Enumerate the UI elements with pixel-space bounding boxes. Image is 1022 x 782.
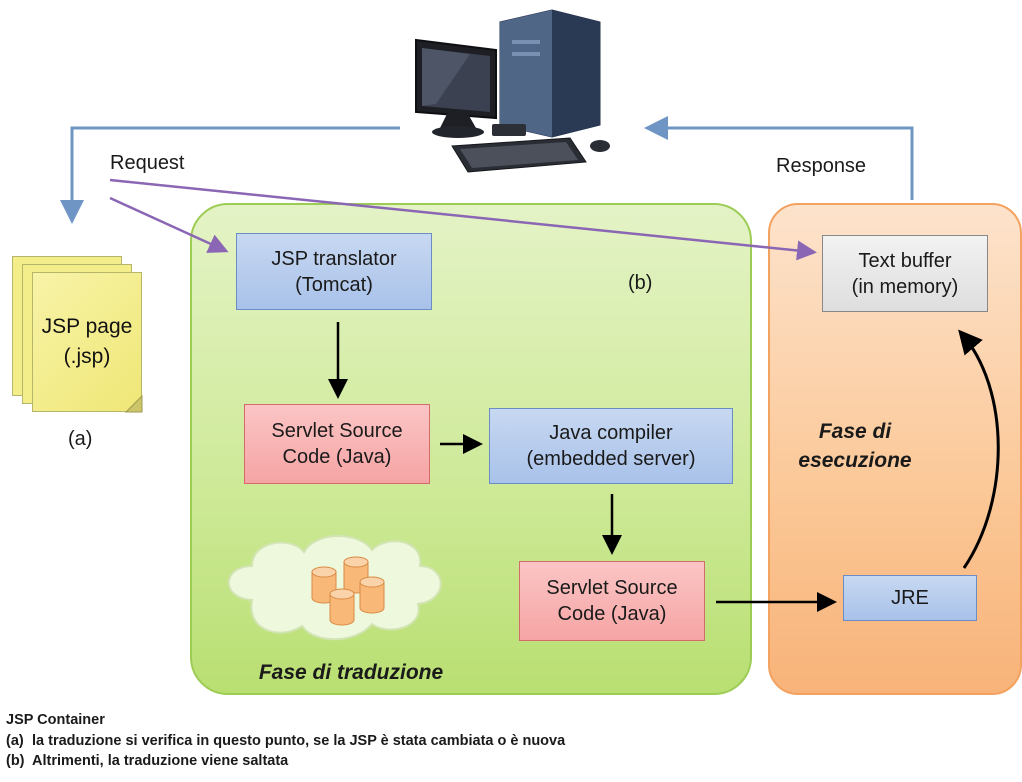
jsp-page-document: JSP page (.jsp)	[32, 272, 142, 412]
translation-phase-label: Fase di traduzione	[258, 661, 444, 684]
servlet-source-code-box-1: Servlet Source Code (Java)	[244, 404, 430, 484]
jsp-translator-box: JSP translator (Tomcat)	[236, 233, 432, 310]
servlet-source-code-box-2: Servlet Source Code (Java)	[519, 561, 705, 641]
note-text-b: Altrimenti, la traduzione viene saltata	[32, 753, 289, 770]
text-buffer-box: Text buffer (in memory)	[822, 235, 988, 312]
jre-box: JRE	[843, 575, 977, 621]
execution-phase-label: Fase di esecuzione	[798, 420, 912, 473]
note-mark-a: (a)	[6, 732, 24, 749]
note-mark-b: (b)	[6, 753, 25, 770]
notes-section: JSP Container (a) la traduzione si verif…	[6, 710, 565, 772]
notes-title: JSP Container	[6, 712, 105, 728]
request-label: Request	[110, 152, 185, 174]
note-item-a: (a) la traduzione si verifica in questo …	[6, 731, 565, 752]
label-b: (b)	[628, 272, 653, 294]
response-label: Response	[776, 155, 867, 177]
note-item-b: (b) Altrimenti, la traduzione viene salt…	[6, 751, 565, 772]
java-compiler-box: Java compiler (embedded server)	[489, 408, 733, 484]
label-a: (a)	[68, 428, 93, 450]
note-text-a: la traduzione si verifica in questo punt…	[32, 732, 566, 749]
